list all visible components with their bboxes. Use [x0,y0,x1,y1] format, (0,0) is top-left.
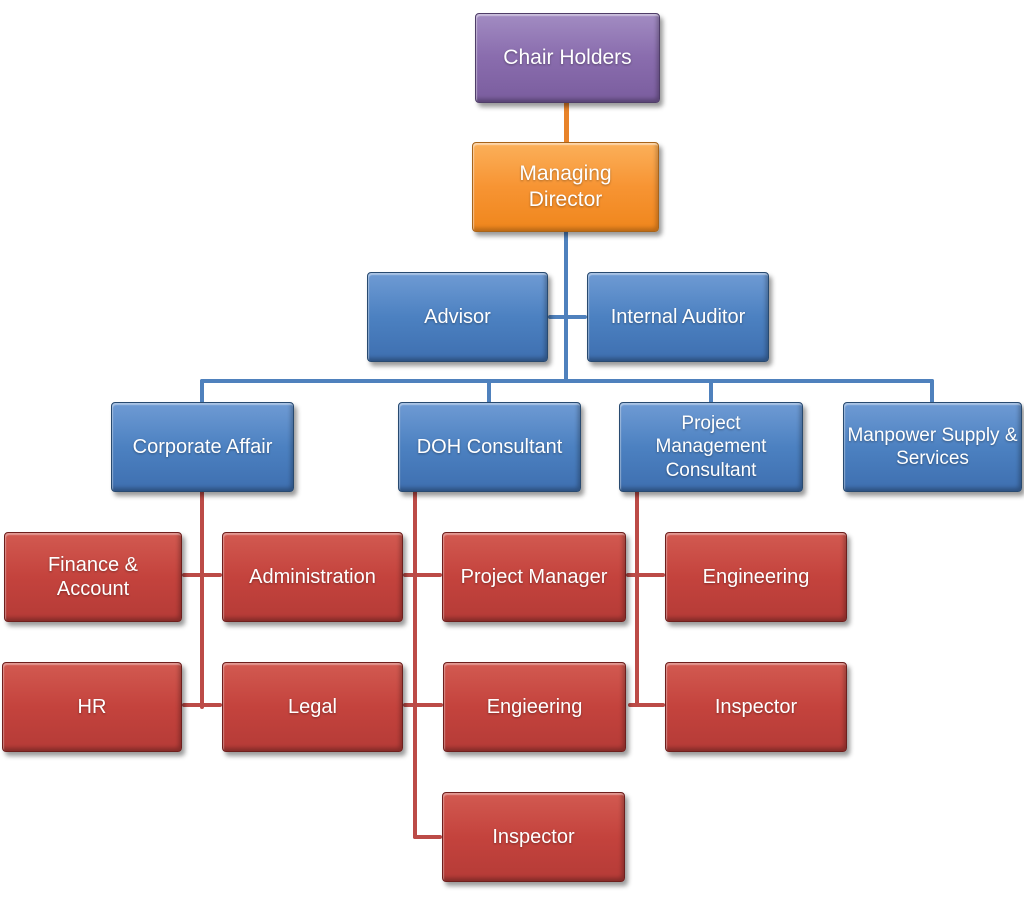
connector-chair-to-md [564,100,569,144]
connector-administration-project-manager [403,573,442,577]
node-manpower-supply-services-label: Manpower Supply & Services [847,424,1018,469]
node-inspector-doh-label: Inspector [492,825,575,848]
node-managing-director: Managing Director [472,142,659,232]
node-chair-holders-label: Chair Holders [503,46,632,70]
connector-drop-manpower [930,379,934,405]
node-inspector-pmc: Inspector [665,662,847,752]
node-project-management-consultant: Project Management Consultant [619,402,803,492]
node-corporate-affair-label: Corporate Affair [132,435,273,458]
node-advisor: Advisor [367,272,548,362]
connector-md-down [564,230,568,383]
node-finance-account-label: Finance & Account [47,553,139,600]
node-inspector-doh: Inspector [442,792,625,882]
connector-finance-administration [182,573,222,577]
node-project-manager-label: Project Manager [460,565,608,588]
node-project-management-consultant-label: Project Management Consultant [655,413,767,481]
node-finance-account: Finance & Account [4,532,182,622]
connector-advisor-auditor [548,315,587,319]
node-engieering-doh: Engieering [443,662,626,752]
connector-drop-doh-consultant [487,379,491,405]
node-engieering-doh-label: Engieering [486,695,583,718]
node-chair-holders: Chair Holders [475,13,660,103]
node-managing-director-label: Managing Director [519,162,612,211]
node-manpower-supply-services: Manpower Supply & Services [843,402,1022,492]
connector-corporate-affair-vertical [200,490,204,709]
connector-department-bus [200,379,934,383]
node-internal-auditor-label: Internal Auditor [610,305,746,328]
node-legal-label: Legal [288,695,337,718]
node-inspector-pmc-label: Inspector [714,695,798,718]
connector-doh-vertical [413,490,417,839]
node-doh-consultant-label: DOH Consultant [416,435,563,458]
connector-project-manager-engineering [626,573,665,577]
node-legal: Legal [222,662,403,752]
connector-pmc-vertical [635,490,639,707]
connector-drop-corporate-affair [200,379,204,405]
connector-drop-pmc [709,379,713,405]
connector-hr-legal [182,703,222,707]
connector-doh-inspector [413,835,442,839]
node-hr-label: HR [77,695,107,718]
node-engineering-pmc-label: Engineering [702,565,810,588]
node-doh-consultant: DOH Consultant [398,402,581,492]
node-internal-auditor: Internal Auditor [587,272,769,362]
node-administration: Administration [222,532,403,622]
connector-legal-engieering [403,703,443,707]
node-advisor-label: Advisor [424,305,491,328]
node-hr: HR [2,662,182,752]
node-engineering-pmc: Engineering [665,532,847,622]
node-project-manager: Project Manager [442,532,626,622]
node-corporate-affair: Corporate Affair [111,402,294,492]
node-administration-label: Administration [249,565,376,588]
connector-engineering-inspector [628,703,665,707]
